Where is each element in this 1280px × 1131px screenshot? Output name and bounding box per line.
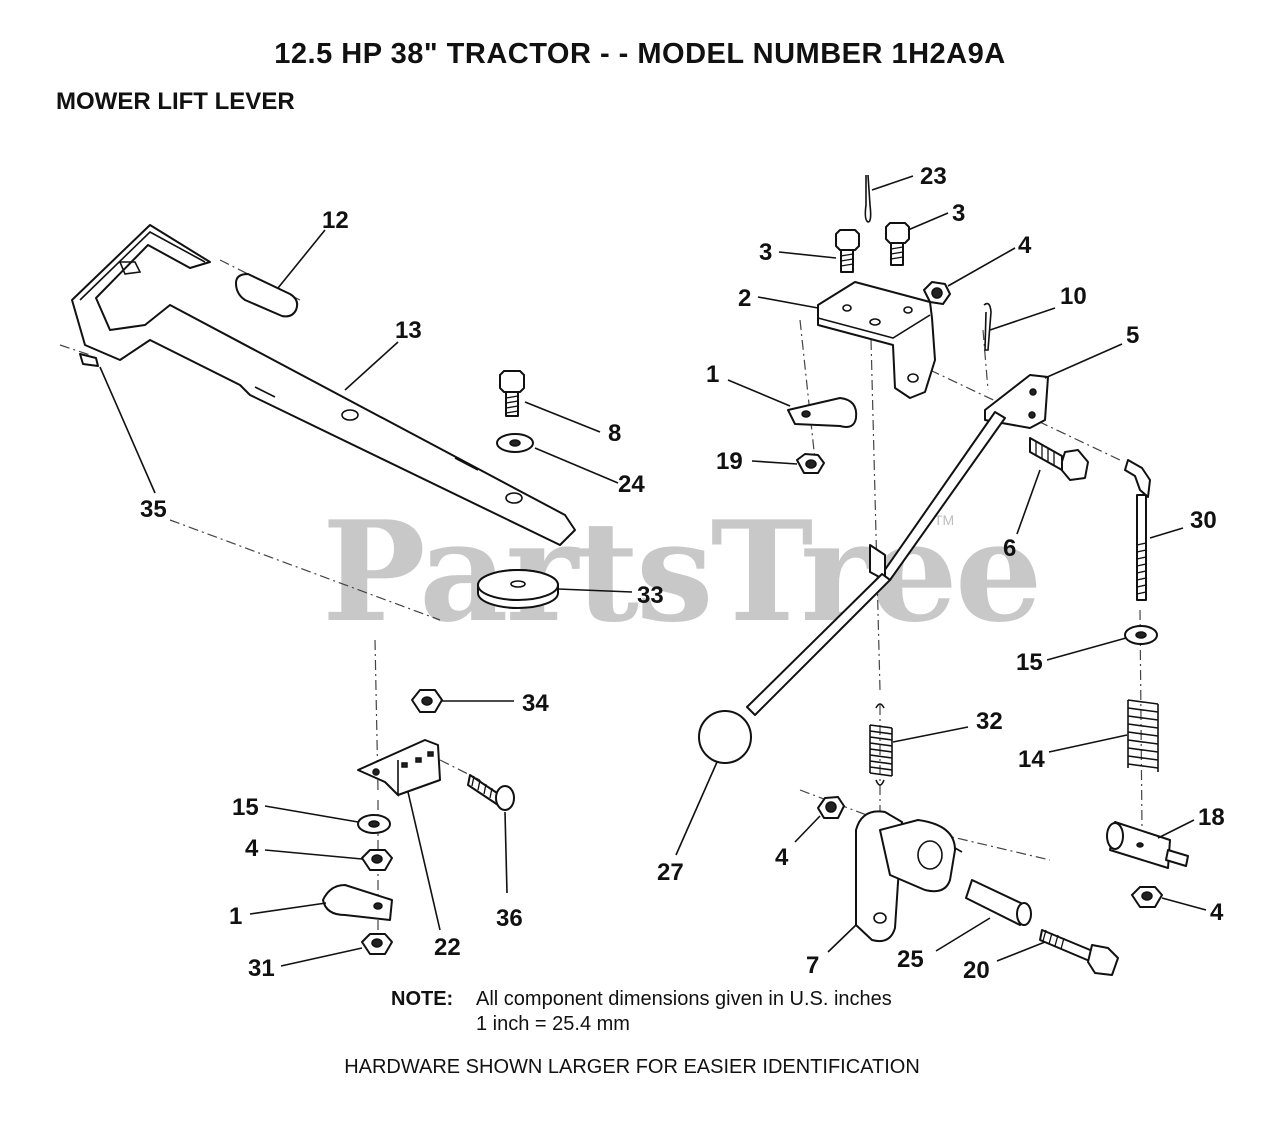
callout-10: 10 [1060, 283, 1087, 310]
part-15-washer-left [357, 814, 391, 834]
part-25-spacer [965, 879, 1032, 926]
callout-1-lower: 1 [229, 903, 242, 930]
callout-6: 6 [1003, 535, 1016, 562]
callout-4-center: 4 [775, 844, 789, 871]
part-4-nut-left [361, 849, 393, 871]
callout-22: 22 [434, 934, 461, 961]
callout-7: 7 [806, 952, 819, 979]
callout-33: 33 [637, 582, 664, 609]
leader-lines [99, 175, 1207, 967]
callout-15-left: 15 [232, 794, 259, 821]
part-6-bolt [1029, 437, 1089, 481]
part-5-lever-handle [746, 374, 1049, 716]
callout-14: 14 [1018, 746, 1045, 773]
callout-24: 24 [618, 471, 645, 498]
part-10-pin [983, 302, 992, 351]
callout-23: 23 [920, 163, 947, 190]
callout-4-right: 4 [1210, 899, 1224, 926]
part-31-nut [361, 933, 393, 955]
part-4-nut-top [923, 281, 951, 305]
callout-3-right: 3 [952, 200, 965, 227]
part-1-clip-lower [322, 884, 393, 921]
part-33-large-washer [477, 569, 559, 609]
part-13-lift-bar [71, 224, 576, 546]
callout-1-upper: 1 [706, 361, 719, 388]
part-30-eye-bolt [1124, 459, 1151, 601]
part-2-bracket [817, 281, 936, 399]
callout-20: 20 [963, 957, 990, 984]
callout-30: 30 [1190, 507, 1217, 534]
part-4-nut-right [1131, 886, 1163, 908]
callout-32: 32 [976, 708, 1003, 735]
note-label: NOTE: [391, 988, 454, 1010]
page-title: 12.5 HP 38" TRACTOR - - MODEL NUMBER 1H2… [274, 38, 1006, 70]
callout-4-left: 4 [245, 835, 259, 862]
callout-labels: 23 12 3 3 4 2 10 13 5 1 8 19 24 35 6 30 … [140, 163, 1225, 984]
callout-36: 36 [496, 905, 523, 932]
part-18-pin [1106, 821, 1189, 869]
callout-12: 12 [322, 207, 349, 234]
part-35-insert [79, 353, 99, 367]
callout-3-left: 3 [759, 239, 772, 266]
callout-25: 25 [897, 946, 924, 973]
callout-15-right: 15 [1016, 649, 1043, 676]
part-27-knob [698, 710, 752, 764]
note-conversion: 1 inch = 25.4 mm [476, 1013, 630, 1035]
callout-19: 19 [716, 448, 743, 475]
callout-18: 18 [1198, 804, 1225, 831]
callout-5: 5 [1126, 322, 1139, 349]
part-14-spring [1127, 699, 1159, 772]
callout-2: 2 [738, 285, 751, 312]
part-36-carriage-bolt [467, 774, 515, 811]
watermark-trademark: TM [934, 512, 955, 528]
part-19-nut [796, 453, 825, 474]
part-20-bolt [1039, 929, 1119, 976]
part-4-nut-center [817, 796, 845, 819]
part-15-washer-right [1124, 625, 1158, 645]
part-7-pivot-arm [855, 810, 963, 943]
callout-35: 35 [140, 496, 167, 523]
note-text: All component dimensions given in U.S. i… [476, 988, 892, 1010]
callout-27: 27 [657, 859, 684, 886]
part-3-bolt-right [885, 222, 910, 266]
part-34-nut [411, 689, 443, 713]
part-8-bolt [499, 370, 525, 417]
part-23-cotter-pin [864, 174, 872, 223]
part-22-bracket [357, 739, 441, 797]
callout-4-top: 4 [1018, 232, 1032, 259]
part-32-extension-spring [869, 703, 893, 786]
part-1-clip-upper [787, 397, 858, 428]
callout-31: 31 [248, 955, 275, 982]
part-12-pad [235, 273, 299, 318]
section-title: MOWER LIFT LEVER [56, 88, 295, 115]
callout-34: 34 [522, 690, 549, 717]
part-24-washer [496, 433, 534, 453]
hardware-note: HARDWARE SHOWN LARGER FOR EASIER IDENTIF… [344, 1056, 920, 1078]
part-3-bolt-left [835, 229, 860, 273]
callout-8: 8 [608, 420, 621, 447]
callout-13: 13 [395, 317, 422, 344]
